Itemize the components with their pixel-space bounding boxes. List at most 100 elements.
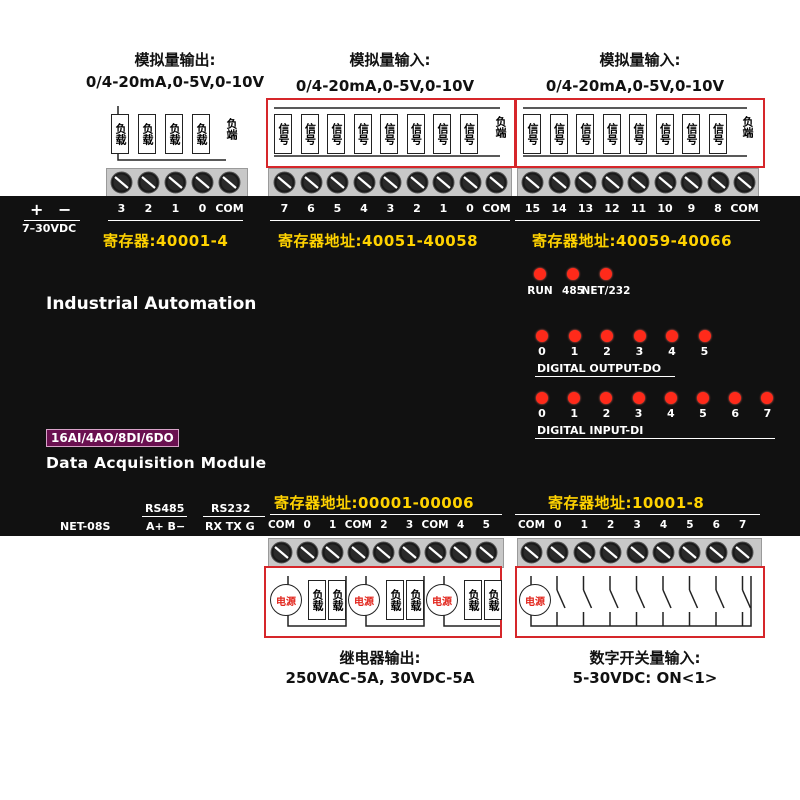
do-terminal-label: COM	[421, 519, 449, 531]
do-terminal-screw[interactable]	[372, 541, 395, 564]
do-terminal-screw[interactable]	[398, 541, 421, 564]
do-terminal-label: 5	[482, 519, 490, 531]
di-label: DIGITAL INPUT-DI	[537, 424, 644, 437]
ai2-terminal-screw[interactable]	[733, 171, 756, 194]
signal-component: 信号	[274, 114, 292, 154]
ai2-terminal-screw[interactable]	[707, 171, 730, 194]
di-terminal-screw[interactable]	[652, 541, 675, 564]
power-source: 电源	[426, 584, 458, 616]
di-terminal-screw[interactable]	[731, 541, 754, 564]
di-led	[600, 392, 613, 404]
di-label-underline	[535, 438, 775, 439]
di-terminal-screw[interactable]	[573, 541, 596, 564]
ai1-terminal-screw[interactable]	[459, 171, 482, 194]
load-component: 负载	[406, 580, 424, 620]
di-terminal-label: 4	[659, 519, 668, 531]
ai2-terminal-screw[interactable]	[627, 171, 650, 194]
power-underline	[24, 220, 80, 221]
di-terminal-screw[interactable]	[705, 541, 728, 564]
di-led	[568, 392, 581, 404]
do-terminal-screw[interactable]	[321, 541, 344, 564]
do-terminal-screw[interactable]	[424, 541, 447, 564]
ao-terminal-screw[interactable]	[218, 171, 241, 194]
ai2-terminal-screw[interactable]	[521, 171, 544, 194]
ai1-terminal-label: 3	[386, 202, 395, 215]
signal-component: 信号	[708, 114, 727, 154]
signal-component: 信号	[682, 114, 700, 154]
di-terminal-screw[interactable]	[546, 541, 569, 564]
switch-line	[635, 589, 646, 609]
ai2-terminal-label: 9	[687, 202, 696, 215]
di-terminal-screw[interactable]	[520, 541, 543, 564]
di-terminal-label: 6	[712, 519, 720, 531]
do-terminal-screw[interactable]	[270, 541, 293, 564]
ai2-terminal-label: 11	[630, 202, 647, 215]
signal-component: 信号	[433, 114, 451, 154]
do-terminal-label: COM	[267, 519, 296, 531]
signal-component: 信号	[380, 114, 398, 154]
di-led-label: 3	[634, 407, 643, 420]
do-terminal-screw[interactable]	[475, 541, 498, 564]
ao-terminal-screw[interactable]	[164, 171, 187, 194]
load-end-label: 负端	[494, 116, 507, 138]
ao-caption-range: 0/4-20mA,0-5V,0-10V	[85, 73, 265, 91]
ai1-caption-title: 模拟量输入:	[349, 51, 431, 69]
ai1-terminal-screw[interactable]	[406, 171, 429, 194]
ai1-terminal-screw[interactable]	[273, 171, 296, 194]
signal-component: 信号	[523, 114, 541, 154]
ao-terminal-screw[interactable]	[110, 171, 133, 194]
ao-terminal-label: 3	[117, 202, 126, 215]
load-component: 负载	[328, 580, 346, 620]
ao-terminal-label: 0	[198, 202, 207, 215]
do-led-label: 2	[603, 345, 611, 358]
di-terminal-label: 5	[686, 519, 694, 531]
ai1-terminal-label: 6	[307, 202, 315, 215]
do-led	[601, 330, 613, 342]
di-terminal-screw[interactable]	[599, 541, 622, 564]
ai1-terminal-screw[interactable]	[300, 171, 323, 194]
status-led	[567, 268, 579, 280]
do-terminal-screw[interactable]	[347, 541, 370, 564]
ai1-terminal-screw[interactable]	[353, 171, 376, 194]
ai2-terminal-screw[interactable]	[548, 171, 571, 194]
ai2-terminal-screw[interactable]	[680, 171, 703, 194]
ai1-terminal-label: COM	[482, 202, 511, 215]
switch-line	[662, 589, 672, 609]
do-led	[536, 330, 548, 342]
ao-terminal-screw[interactable]	[137, 171, 160, 194]
ai1-terminal-screw[interactable]	[432, 171, 455, 194]
ao-wiring-diagram: 负载负载负载负载负端	[108, 100, 248, 166]
ai1-terminal-screw[interactable]	[379, 171, 402, 194]
ai2-terminal-screw[interactable]	[601, 171, 624, 194]
signal-component: 信号	[655, 114, 674, 154]
status-led-label: 485	[562, 285, 584, 297]
power-source: 电源	[348, 584, 380, 616]
switch-line	[556, 589, 566, 609]
ao-terminal-screw[interactable]	[191, 171, 214, 194]
ai2-terminal-label: 12	[604, 202, 620, 215]
di-terminal-screw[interactable]	[678, 541, 701, 564]
signal-component: 信号	[459, 114, 478, 154]
ai2-terminal-label: 8	[714, 202, 722, 215]
do-led	[666, 330, 678, 342]
do-led-label: 3	[635, 345, 644, 358]
do-terminal-screw[interactable]	[296, 541, 319, 564]
load-component: 负载	[165, 114, 183, 154]
power-minus: −	[58, 200, 72, 219]
load-component: 负载	[464, 580, 482, 620]
ai2-wiring-box: 信号信号信号信号信号信号信号信号负端	[515, 98, 765, 168]
di-label-top-underline	[515, 514, 760, 515]
di-terminal-screw[interactable]	[626, 541, 649, 564]
status-led	[600, 268, 612, 280]
do-terminal-screw[interactable]	[449, 541, 472, 564]
ao-label-underline	[108, 220, 243, 221]
ai1-terminal-screw[interactable]	[485, 171, 508, 194]
ai2-terminal-screw[interactable]	[654, 171, 677, 194]
signal-component: 信号	[549, 114, 568, 154]
do-register: 寄存器地址:00001-00006	[274, 494, 475, 512]
ai1-terminal-label: 5	[333, 202, 342, 215]
di-led-label: 0	[538, 407, 546, 420]
ai2-terminal-screw[interactable]	[574, 171, 597, 194]
ai1-terminal-screw[interactable]	[326, 171, 349, 194]
